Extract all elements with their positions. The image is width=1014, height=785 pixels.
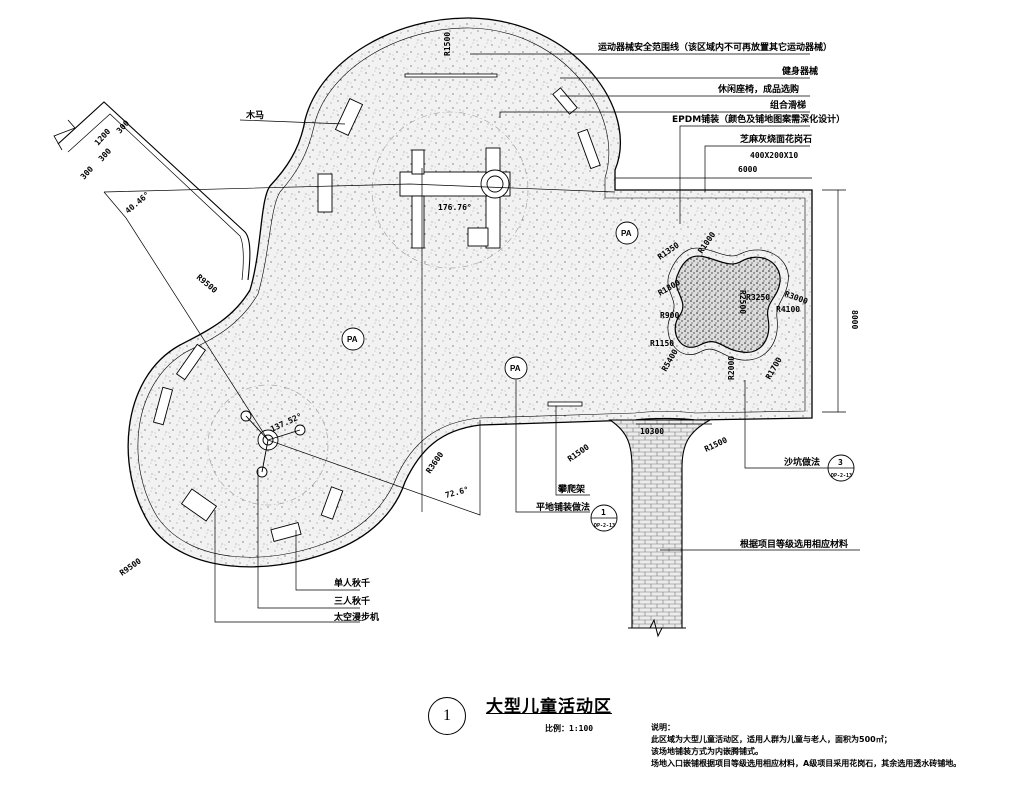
dim-8000: 8000 (850, 310, 859, 329)
spring-horse-b (317, 173, 333, 213)
pa-marker-3: PA (504, 356, 528, 380)
angle-3: 72.6° (444, 485, 470, 500)
ladder (547, 401, 583, 407)
label-single-swing: 单人秋千 (334, 577, 370, 589)
bench-south-a (320, 486, 344, 520)
svg-text:PA: PA (347, 335, 358, 344)
label-ladder: 攀爬架 (557, 483, 585, 495)
dim-r3600: R3600 (424, 450, 445, 475)
plaza-curb-line (137, 27, 806, 558)
svg-text:DP-2-13: DP-2-13 (594, 523, 615, 529)
drawing-number: 1 (428, 697, 466, 735)
dim-10300: 10300 (640, 427, 664, 436)
approach-path-inner (67, 113, 244, 281)
notes-line-3: 场地入口嵌铺根据项目等级选用相应材料，A级项目采用花岗石，其余选用透水砖铺地。 (651, 759, 962, 768)
combo-slide (399, 147, 511, 249)
label-sand-edge: 沙坑做法 (784, 456, 820, 468)
pa-marker-2: PA (341, 327, 365, 351)
label-curb: 芝麻灰烧面花岗石 (740, 133, 812, 145)
dim-r1150: R1150 (650, 339, 674, 348)
svg-text:1: 1 (601, 508, 606, 517)
construction-lines (103, 168, 846, 516)
dim-r900: R900 (660, 311, 679, 320)
spring-horse-a (334, 98, 364, 136)
bench-west-b (152, 386, 174, 426)
dim-r1500-c: R1500 (443, 32, 452, 56)
notes-line-1: 此区域为大型儿童活动区，适用人群为儿童与老人，面积为500㎡； (651, 735, 892, 744)
drawing-title: 大型儿童活动区 (486, 697, 612, 717)
drawing-notes: 说明： 此区域为大型儿童活动区，适用人群为儿童与老人，面积为500㎡； 该场地铺… (651, 722, 961, 770)
label-facility2: 休闲座椅，成品选购 (717, 83, 799, 95)
leader-lines (214, 53, 860, 623)
label-triple-swing: 三人秋千 (334, 595, 370, 607)
dim-300-b: 300 (79, 164, 95, 181)
label-space-walker: 太空漫步机 (333, 611, 379, 623)
dim-1200: 1200 (93, 127, 113, 147)
dim-r1500-a: R1500 (566, 442, 591, 463)
safety-zone-slide (371, 111, 529, 269)
angle-4: 40.46° (124, 190, 152, 215)
dim-r2000: R2000 (727, 356, 736, 380)
pa-marker-1: PA (615, 221, 639, 245)
sand-pit (674, 255, 781, 353)
sand-pit-edge (667, 247, 789, 361)
label-entrance: 根据项目等级选用相应材料 (740, 538, 848, 550)
dim-r2500: R2500 (738, 290, 747, 314)
label-flat-edge: 平地铺装做法 (536, 501, 590, 513)
dim-6000: 6000 (738, 165, 757, 174)
ref-tag-1: 1 DP-2-13 (590, 504, 618, 532)
svg-text:PA: PA (621, 229, 632, 238)
label-facility1: 健身器械 (782, 65, 818, 77)
safety-zone-swing (207, 384, 329, 506)
label-epdm: EPDM铺装（颜色及铺地图案需深化设计） (672, 113, 845, 125)
fitness-bench-b (577, 128, 601, 170)
ref-tag-3: 3 DP-2-13 (827, 454, 855, 482)
dim-r3250: R3250 (746, 293, 770, 302)
drawing-scale: 比例：1:100 (545, 724, 594, 733)
svg-text:DP-2-13: DP-2-13 (831, 473, 852, 479)
entrance-path (608, 419, 711, 629)
dim-r9500-b: R9500 (118, 556, 143, 577)
dim-r9500: R9500 (195, 273, 219, 295)
dim-r4100: R4100 (776, 305, 800, 314)
approach-path-break (53, 119, 76, 151)
label-curb-size: 400X200X10 (750, 151, 798, 160)
fitness-bench-a (552, 87, 578, 115)
svg-text:PA: PA (510, 364, 521, 373)
notes-line-2: 该场地铺装方式为内嵌腾铺式。 (651, 747, 763, 756)
angle-1: 176.76° (438, 203, 472, 212)
svg-text:3: 3 (838, 458, 843, 467)
dim-r1500-b: R1500 (703, 435, 729, 453)
notes-heading: 说明： (651, 723, 675, 732)
label-combo: 组合滑梯 (770, 99, 806, 111)
top-bar (404, 73, 498, 78)
bench-west-a (175, 343, 207, 381)
entrance-break (628, 618, 686, 638)
dim-300-c: 300 (97, 146, 113, 163)
label-horse: 木马 (245, 109, 264, 121)
label-safety-line: 运动器械安全范围线（该区域内不可再放置其它运动器械） (598, 41, 832, 53)
bench-south-b (270, 522, 302, 542)
approach-path (57, 101, 251, 281)
space-walker (180, 488, 218, 522)
